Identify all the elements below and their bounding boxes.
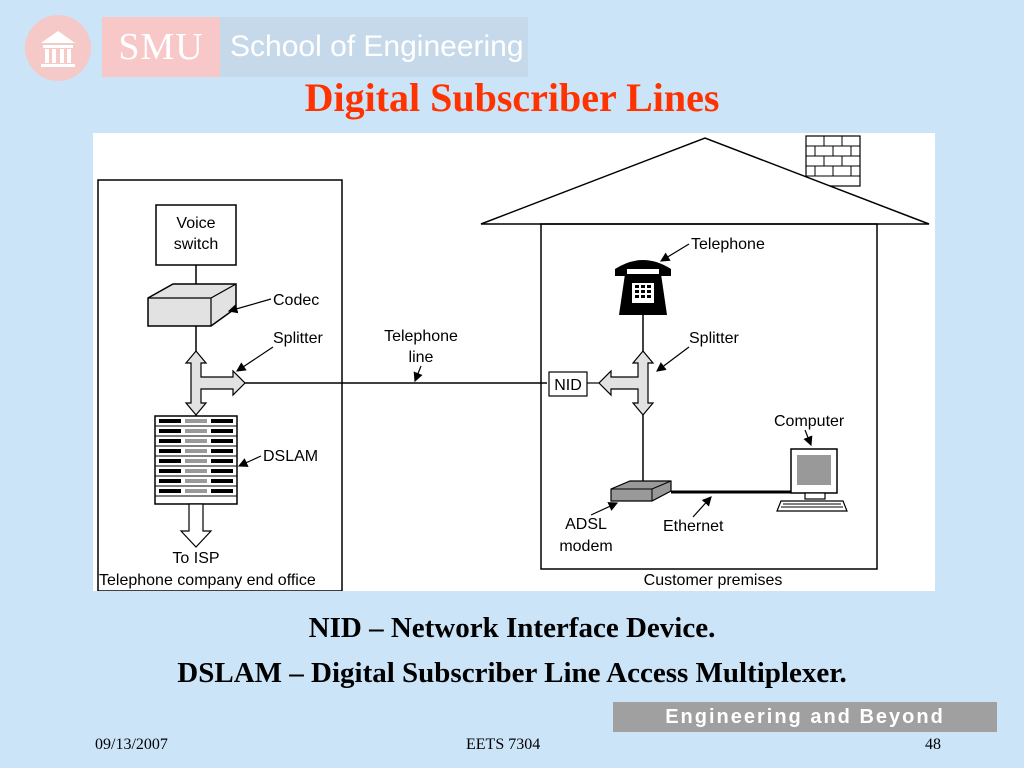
nid-definition: NID – Network Interface Device.	[308, 612, 716, 644]
adsl-modem-icon	[610, 480, 672, 502]
voice-switch-label-2: switch	[174, 236, 218, 253]
voice-switch-box	[155, 204, 237, 266]
chimney-icon	[805, 135, 861, 187]
footer-date: 09/13/2007	[95, 736, 168, 753]
dslam-label: DSLAM	[263, 448, 318, 465]
dslam-icon	[154, 415, 238, 505]
house-body	[540, 223, 878, 570]
adsl-modem-label-2: modem	[559, 538, 612, 555]
end-office-caption: Telephone company end office	[99, 572, 316, 589]
engineering-beyond-tagline: Engineering and Beyond	[613, 702, 997, 732]
to-isp-arrow	[179, 503, 213, 548]
slide-title: Digital Subscriber Lines	[304, 75, 720, 120]
telephone-line-label-2: line	[409, 349, 434, 366]
customer-premises-caption: Customer premises	[644, 572, 783, 589]
voice-switch-label-1: Voice	[176, 215, 215, 232]
telephone-icon	[615, 260, 671, 315]
splitter-left-label: Splitter	[273, 330, 323, 347]
ethernet-label: Ethernet	[663, 518, 724, 535]
header-banner: SMU School of Engineering	[102, 17, 528, 77]
dsl-diagram: Voice switch Codec Splitter	[93, 133, 935, 591]
codec-label: Codec	[273, 292, 319, 309]
codec-icon	[147, 283, 237, 327]
adsl-modem-label-1: ADSL	[565, 516, 607, 533]
splitter-left-icon	[184, 350, 246, 416]
splitter-right-icon	[598, 350, 655, 416]
smu-wordmark: SMU	[102, 17, 220, 77]
computer-label: Computer	[774, 413, 845, 430]
footer-page-number: 48	[925, 736, 941, 753]
dslam-definition: DSLAM – Digital Subscriber Line Access M…	[177, 657, 847, 689]
to-isp-label: To ISP	[172, 550, 219, 567]
telephone-line-label-1: Telephone	[384, 328, 458, 345]
computer-icon	[776, 448, 848, 512]
school-name: School of Engineering	[220, 17, 528, 77]
nid-box	[548, 371, 588, 397]
nid-label: NID	[554, 377, 582, 394]
end-office-box	[97, 179, 343, 591]
university-seal-icon	[25, 15, 91, 81]
telephone-label: Telephone	[691, 236, 765, 253]
footer-course: EETS 7304	[466, 736, 541, 753]
splitter-right-label: Splitter	[689, 330, 739, 347]
house-roof	[480, 137, 930, 225]
